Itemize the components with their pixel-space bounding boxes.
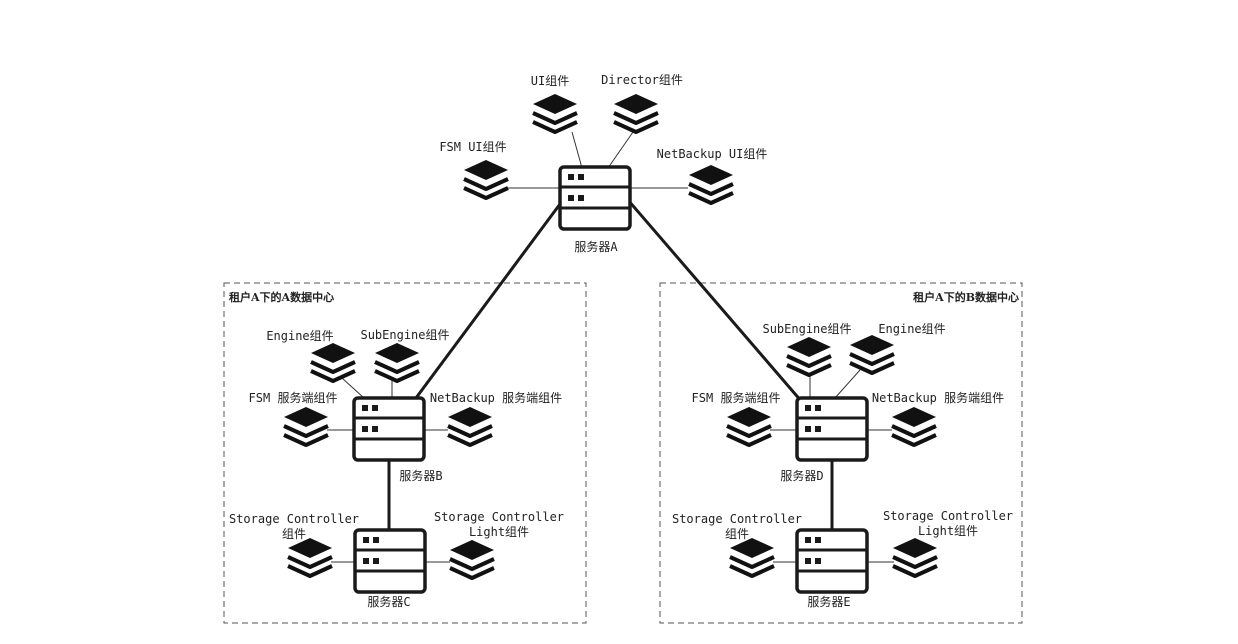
link-d-engine bbox=[834, 369, 861, 399]
server-a-label: 服务器A bbox=[574, 239, 618, 254]
layer-stack-icon bbox=[687, 163, 735, 205]
component-label: NetBackup 服务端组件 bbox=[430, 390, 562, 405]
server-rack-icon bbox=[352, 396, 426, 462]
component-label: Storage Controller bbox=[229, 512, 359, 526]
component-label: SubEngine组件 bbox=[762, 322, 851, 336]
layer-stack-icon bbox=[531, 92, 579, 134]
link-a-ui bbox=[571, 131, 583, 169]
component-label: Storage Controller bbox=[883, 509, 1013, 523]
server-d-label: 服务器D bbox=[780, 468, 823, 483]
component-label: Engine组件 bbox=[266, 329, 333, 343]
zone-datacenter-a bbox=[223, 282, 587, 624]
component-label: Storage Controller bbox=[672, 512, 802, 526]
component-label: 组件 bbox=[282, 527, 306, 541]
link-b-engine bbox=[341, 377, 365, 399]
component-label: SubEngine组件 bbox=[360, 328, 449, 342]
layer-stack-icon bbox=[373, 341, 421, 383]
component-label: Director组件 bbox=[601, 73, 683, 87]
component-label: FSM UI组件 bbox=[439, 140, 506, 154]
layer-stack-icon bbox=[728, 536, 776, 578]
component-label: Light组件 bbox=[918, 524, 978, 538]
layer-stack-icon bbox=[890, 405, 938, 447]
layer-stack-icon bbox=[286, 536, 334, 578]
zone-title-a: 租户A下的A数据中心 bbox=[229, 290, 334, 304]
layer-stack-icon bbox=[448, 538, 496, 580]
link-a-b bbox=[411, 199, 565, 403]
link-a-director bbox=[607, 131, 634, 169]
server-b-label: 服务器B bbox=[399, 468, 442, 483]
zone-title-b: 租户A下的B数据中心 bbox=[913, 290, 1019, 304]
component-label: FSM 服务端组件 bbox=[692, 390, 781, 405]
layer-stack-icon bbox=[891, 536, 939, 578]
server-c-label: 服务器C bbox=[367, 594, 410, 609]
layer-stack-icon bbox=[725, 405, 773, 447]
component-label: Storage Controller bbox=[434, 510, 564, 524]
server-e-label: 服务器E bbox=[807, 594, 850, 609]
server-rack-icon bbox=[795, 528, 869, 594]
component-label: Engine组件 bbox=[878, 322, 945, 336]
component-label: 组件 bbox=[725, 527, 749, 541]
component-label: Light组件 bbox=[469, 525, 529, 539]
server-rack-icon bbox=[795, 396, 869, 462]
zone-datacenter-b bbox=[659, 282, 1023, 624]
layer-stack-icon bbox=[848, 333, 896, 375]
layer-stack-icon bbox=[612, 92, 660, 134]
link-a-d bbox=[626, 199, 804, 403]
server-rack-icon bbox=[558, 165, 632, 231]
component-label: NetBackup UI组件 bbox=[657, 147, 768, 161]
layer-stack-icon bbox=[309, 341, 357, 383]
server-rack-icon bbox=[353, 528, 427, 594]
component-label: NetBackup 服务端组件 bbox=[872, 390, 1004, 405]
component-label: UI组件 bbox=[531, 74, 569, 88]
layer-stack-icon bbox=[462, 158, 510, 200]
layer-stack-icon bbox=[282, 405, 330, 447]
layer-stack-icon bbox=[446, 405, 494, 447]
component-label: FSM 服务端组件 bbox=[249, 390, 338, 405]
layer-stack-icon bbox=[785, 335, 833, 377]
